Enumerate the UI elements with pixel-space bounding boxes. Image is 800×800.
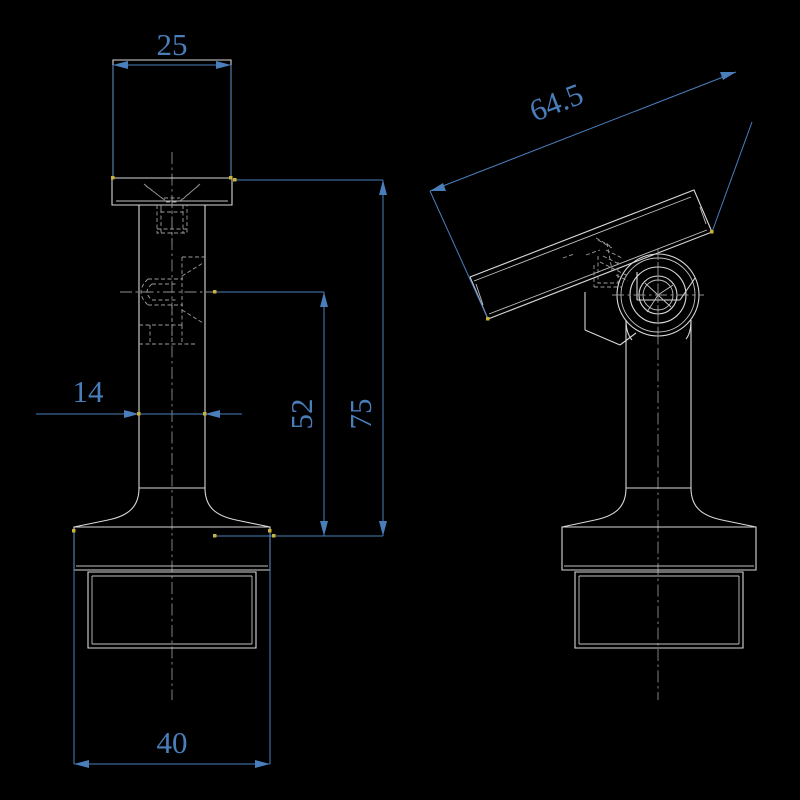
side-countersink-right (598, 240, 612, 248)
saddle-countersink-left (146, 186, 166, 201)
dim-64-5-node-left (486, 317, 490, 321)
side-base-fillet-right (691, 488, 756, 527)
front-view (74, 60, 270, 700)
side-countersink-left (586, 250, 600, 255)
pivot-bracket-chamfer-top (182, 263, 203, 276)
dimension-40[interactable]: 40 (72, 529, 272, 768)
dim-25-arrow-left (113, 61, 128, 69)
side-fastener-tail (616, 275, 628, 281)
dim-14-arrow-right (205, 410, 220, 418)
side-fastener-mark-left (563, 254, 574, 258)
dim-40-label: 40 (157, 725, 188, 760)
dim-52-node-bottom (213, 534, 217, 538)
base-fillet-right (205, 488, 270, 527)
tilted-saddle-end-cap-left (476, 284, 483, 305)
dim-25-arrow-right (216, 61, 231, 69)
dim-64-5-arrow-left (430, 183, 446, 191)
front-stem (139, 205, 205, 488)
dim-64-5-line (430, 72, 736, 191)
side-stem-left-blend (626, 320, 632, 340)
saddle-countersink-left-2 (144, 184, 163, 199)
side-view (470, 190, 756, 700)
side-stem-right-blend (686, 320, 691, 339)
upper-fastener-bore (161, 205, 183, 212)
side-fastener-box (598, 256, 618, 283)
dimension-14[interactable]: 14 (36, 374, 242, 418)
pivot-bolt-dome-inner (147, 284, 152, 300)
base-fillet-left (74, 488, 139, 527)
dim-75-node-top (233, 178, 237, 182)
dim-25-label: 25 (157, 27, 188, 62)
tube-outer-outline (88, 572, 256, 648)
dim-52-arrow-bottom (320, 521, 328, 536)
dim-64-5-ext-left (430, 191, 488, 319)
dim-64-5-arrow-right (720, 72, 736, 80)
tilted-saddle-inner-top (474, 197, 691, 281)
side-fastener-shank-right-2 (603, 256, 619, 264)
dimension-75[interactable]: 75 (233, 178, 387, 538)
side-base-flange-block (562, 527, 756, 570)
dim-75-arrow-top (379, 180, 387, 195)
dim-40-arrow-right (255, 760, 270, 768)
upper-fastener-left-shank (157, 205, 161, 233)
pivot-hub-spoke-b (647, 295, 658, 312)
front-upper-fastener (157, 196, 187, 245)
dim-14-arrow-left (124, 410, 139, 418)
side-base-fillet-left (562, 488, 626, 527)
front-tube-body (88, 572, 256, 648)
dim-14-node-left (137, 412, 141, 416)
side-saddle-fastener (563, 238, 628, 287)
dim-40-node-left (72, 529, 76, 533)
dim-14-label: 14 (73, 374, 105, 409)
dim-40-node-right (268, 529, 272, 533)
pivot-arm-upper-tangent (680, 278, 695, 300)
front-pivot-assembly (120, 257, 222, 344)
pivot-hub-spoke-c (658, 285, 673, 295)
dim-64-5-ext-right (712, 122, 752, 232)
side-tube-body (575, 572, 743, 648)
dim-52-node-top (213, 290, 217, 294)
dim-75-node-bottom (272, 534, 276, 538)
dim-25-node-left (111, 176, 115, 180)
dim-52-arrow-top (320, 292, 328, 307)
upper-fastener-right-shank (183, 205, 187, 233)
side-pivot-hub (612, 248, 704, 345)
dim-75-arrow-bottom (379, 521, 387, 536)
tilted-saddle-end-cap-right (700, 207, 706, 224)
pivot-bracket-chamfer-bottom (182, 310, 203, 323)
saddle-flange-plate (112, 178, 232, 205)
dim-52-label: 52 (284, 399, 319, 430)
pivot-bolt-dome-head (141, 279, 148, 305)
dim-40-arrow-left (74, 760, 89, 768)
saddle-countersink-right-2 (183, 184, 200, 199)
side-fastener-body-right (607, 243, 612, 270)
side-stem (626, 320, 691, 488)
side-tube-outer-outline (575, 572, 743, 648)
dim-25-node-right (229, 176, 233, 180)
neck-bottom-left (585, 330, 620, 345)
dim-75-label: 75 (343, 399, 378, 430)
dimension-25[interactable]: 25 (111, 27, 233, 180)
dim-64-5-node-right (710, 230, 714, 234)
dim-14-node-right (203, 412, 207, 416)
pivot-arm-lower-tangent (620, 333, 636, 345)
side-base-flange (562, 488, 756, 570)
dimension-52[interactable]: 52 (213, 290, 328, 538)
